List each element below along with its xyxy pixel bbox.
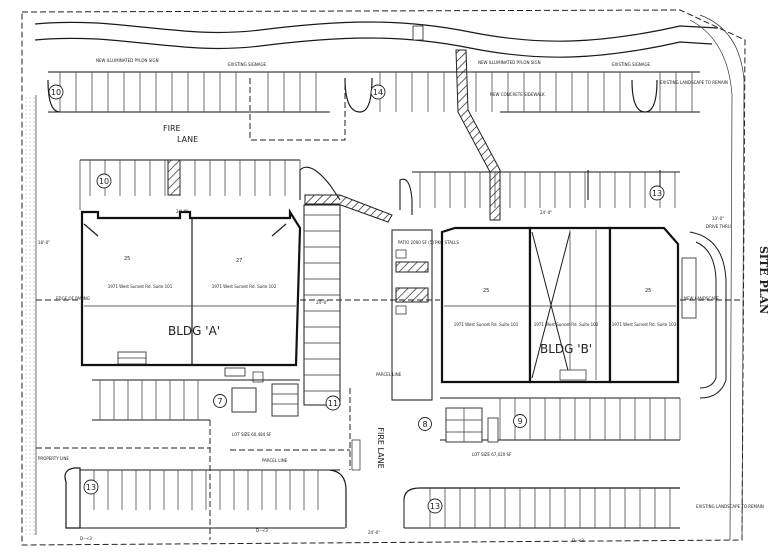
- parking-above-bldg-b: [412, 171, 680, 208]
- parking-count-11-center: 11: [325, 395, 341, 411]
- parking-above-bldg-a: [80, 159, 300, 196]
- fire-lane-label-vertical: FIRE LANE: [376, 427, 385, 468]
- building-b-suite-1-number: 25: [483, 288, 489, 294]
- note-new-landscape: NEW LANDSCAPE: [684, 296, 719, 301]
- building-b-suite-1-address: 1971 West Sunset Rd. Suite 101: [454, 322, 519, 327]
- svg-text:13: 13: [430, 502, 440, 511]
- center-parking-column: [303, 204, 433, 406]
- parking-count-13-bldg-b: 13: [649, 185, 665, 201]
- svg-text:13: 13: [86, 483, 96, 492]
- building-a-suite-2-number: 27: [236, 258, 242, 264]
- svg-text:13: 13: [652, 189, 662, 198]
- parking-count-13-bottom-right: 13: [427, 498, 443, 514]
- bottom-parking: [64, 467, 680, 529]
- building-b-suite-3-address: 1971 West Sunset Rd. Suite 103: [612, 322, 677, 327]
- note-existing-landscape-bottom: EXISTING LANDSCAPE TO REMAIN: [696, 504, 764, 509]
- note-existing-landscape-top: EXISTING LANDSCAPE TO REMAIN: [660, 80, 728, 85]
- note-lot-size-b: LOT SIZE 67,020 SF: [472, 452, 512, 457]
- note-existing-signage-1: EXISTING SIGNAGE: [228, 62, 267, 67]
- landscape-strip-left: [24, 95, 37, 535]
- svg-text:10: 10: [99, 177, 109, 186]
- svg-text:14: 14: [373, 88, 383, 97]
- note-property-line: PROPERTY LINE: [38, 456, 69, 461]
- parking-count-7: 7: [213, 394, 227, 408]
- parking-count-10-top-left: 10: [48, 84, 64, 100]
- bottom-dimension-markers: D--<3 D--<3 D--<3: [80, 528, 584, 543]
- building-a-suite-2-address: 1971 West Sunset Rd. Suite 102: [212, 284, 277, 289]
- dimension-label: 24'-0": [316, 300, 328, 305]
- note-drive-thru: DRIVE THRU: [706, 224, 731, 229]
- parking-count-9: 9: [513, 414, 527, 428]
- building-b: [440, 226, 727, 399]
- lower-parking: [92, 379, 681, 443]
- svg-text:9: 9: [517, 417, 522, 426]
- property-boundary: [21, 9, 746, 546]
- note-existing-signage-2: EXISTING SIGNAGE: [612, 62, 651, 67]
- street-road: [34, 14, 745, 541]
- parcel-lines: [36, 299, 742, 540]
- fire-lane-label-line-2: LANE: [177, 135, 198, 144]
- building-a: [80, 208, 302, 383]
- svg-text:11: 11: [328, 399, 338, 408]
- fire-lane-bottom: [351, 439, 361, 471]
- new-concrete-sidewalk: [167, 49, 501, 223]
- note-new-concrete-sidewalk: NEW CONCRETE SIDEWALK: [490, 92, 545, 97]
- parking-count-10-bldg-a: 10: [96, 173, 112, 189]
- note-lot-size-a: LOT SIZE 60,484 SF: [232, 432, 272, 437]
- building-b-suite-2-address: 1971 West Sunset Rd. Suite 102: [534, 322, 599, 327]
- svg-text:8: 8: [422, 420, 427, 429]
- svg-text:D--<3: D--<3: [572, 538, 584, 543]
- sheet-title: SITE PLAN: [757, 246, 770, 314]
- svg-text:10: 10: [51, 88, 61, 97]
- building-a-label: BLDG 'A': [168, 324, 220, 338]
- svg-text:D--<3: D--<3: [256, 528, 268, 533]
- svg-text:7: 7: [217, 397, 222, 406]
- note-new-pylon-sign-2: NEW ILLUMINATED PYLON SIGN: [478, 60, 541, 65]
- building-a-suite-1-address: 1971 West Sunset Rd. Suite 101: [108, 284, 173, 289]
- top-parking-row: [47, 71, 700, 113]
- dimension-label: 33'-0": [712, 216, 724, 221]
- parking-count-14-top: 14: [370, 84, 386, 100]
- note-new-pylon-sign: NEW ILLUMINATED PYLON SIGN: [96, 58, 159, 63]
- building-b-label: BLDG 'B': [540, 342, 592, 356]
- parking-count-8: 8: [418, 417, 432, 431]
- note-patio: PATIO 2000 SF (5) PKG STALLS: [398, 240, 459, 245]
- street-median-marker: [412, 25, 424, 41]
- building-b-suite-3-number: 25: [645, 288, 651, 294]
- dimension-label: 24'-0": [176, 209, 188, 214]
- dimension-label: 24'-0": [368, 530, 380, 535]
- fire-lane-label-line-1: FIRE: [163, 124, 181, 133]
- dimension-label: 18'-0": [38, 240, 50, 245]
- svg-text:D--<3: D--<3: [80, 536, 92, 541]
- building-a-suite-1-number: 25: [124, 256, 130, 262]
- dimension-label: 24'-0": [540, 210, 552, 215]
- note-parcel-line-1: PARCEL LINE: [376, 372, 402, 377]
- parking-count-13-bottom-left: 13: [83, 479, 99, 495]
- note-parcel-line-2: PARCEL LINE: [262, 458, 288, 463]
- note-edge-of-paving: EDGE OF PAVING: [56, 296, 90, 301]
